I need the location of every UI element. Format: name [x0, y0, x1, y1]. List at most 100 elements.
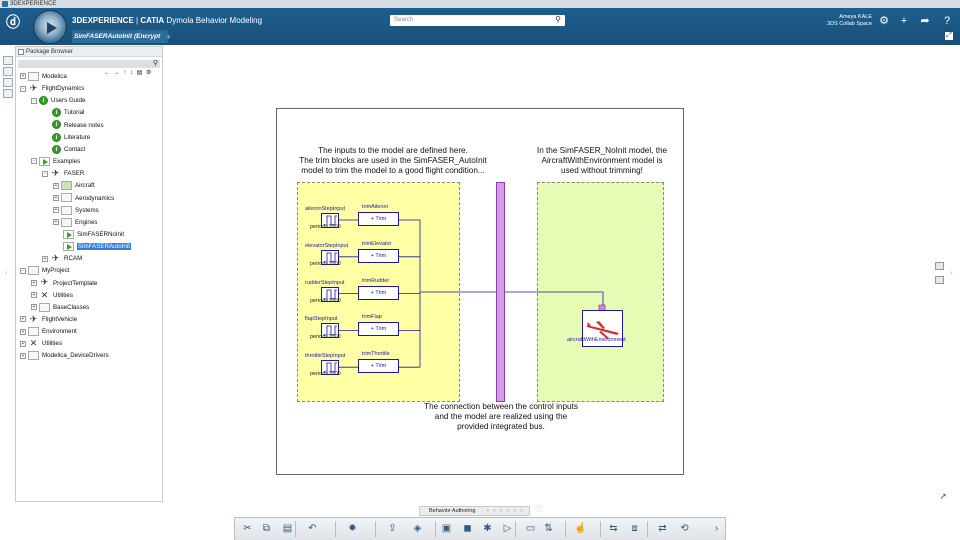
tree-item[interactable]: SimFASERAutoInit	[53, 241, 131, 253]
step-input-block[interactable]	[321, 286, 339, 302]
model-diagram[interactable]: The inputs to the model are defined here…	[276, 108, 684, 475]
translate-icon[interactable]: ✱	[483, 523, 492, 534]
user-info[interactable]: Ameya KALE 3DS Collab Space	[818, 14, 872, 28]
undo-icon[interactable]: ↶	[308, 523, 317, 534]
tree-item[interactable]: +Modelica	[20, 71, 67, 83]
tree-item[interactable]: +Engines	[53, 217, 97, 229]
expand-icon[interactable]: +	[31, 292, 37, 299]
expand-icon[interactable]: +	[31, 304, 37, 311]
collapse-icon[interactable]: -	[31, 97, 37, 104]
collapse-icon[interactable]: -	[20, 85, 26, 92]
expand-icon[interactable]: +	[53, 207, 59, 213]
tree-item[interactable]: SimFASERNoInit	[53, 229, 124, 241]
tree-item[interactable]: +✈FlightVehicle	[20, 314, 77, 326]
step-input-block[interactable]	[321, 213, 339, 228]
tab-simfaserautoinit[interactable]: SimFASERAutoInit (Encrypt	[72, 30, 168, 43]
tree-item[interactable]: +✕Utilities	[20, 338, 62, 350]
more-icon[interactable]: ›	[714, 523, 719, 534]
expand-icon[interactable]: +	[31, 279, 37, 286]
right-tool-icon-2[interactable]	[935, 276, 944, 284]
layer-icon[interactable]: ⧈	[631, 523, 638, 534]
copy-icon[interactable]: ⧉	[262, 523, 271, 534]
aircraft-with-environment-block[interactable]	[582, 310, 623, 347]
trim-block[interactable]: + Trim	[358, 212, 399, 226]
arrange-icon[interactable]: ⇄	[658, 523, 667, 534]
tree-item[interactable]: +✕Utilities	[31, 290, 73, 302]
add-tab-button[interactable]: +	[166, 32, 172, 42]
simulate-icon[interactable]: ▣	[441, 523, 452, 534]
trim-block[interactable]: + Trim	[358, 359, 399, 374]
trim-block[interactable]: + Trim	[358, 248, 399, 263]
expand-icon[interactable]: +	[53, 194, 59, 201]
tree-item[interactable]: +✈ProjectTemplate	[31, 278, 97, 290]
tree-item[interactable]: -✈FlightDynamics	[20, 83, 84, 95]
expand-icon[interactable]: +	[20, 340, 26, 347]
route-icon[interactable]: ⇆	[609, 523, 618, 534]
tree-item[interactable]: +Aerodynamics	[53, 193, 114, 205]
search-icon[interactable]: ⚲	[555, 15, 561, 24]
tool-icon-1[interactable]	[3, 56, 13, 65]
cut-icon[interactable]: ✂	[243, 523, 252, 534]
view-icon[interactable]: ◈	[413, 523, 422, 534]
collapse-left-icon[interactable]: ‹	[5, 268, 8, 277]
behavior-authoring-tab[interactable]: Behavior Authoring • ○ ○ ○ ○ ○	[419, 506, 530, 516]
share-icon[interactable]: ➦	[920, 15, 930, 27]
expand-icon[interactable]: +	[20, 73, 26, 80]
package-filter-input[interactable]: ⚲	[18, 60, 160, 68]
compass-button[interactable]	[33, 10, 67, 44]
tree-item[interactable]: +Systems	[53, 205, 99, 217]
expand-icon[interactable]: +	[42, 255, 48, 262]
search-input[interactable]: Search ⚲	[390, 15, 565, 26]
split-icon[interactable]: ⇅	[544, 523, 553, 534]
trim-block[interactable]: + Trim	[358, 322, 399, 337]
check-icon[interactable]: ◼	[463, 523, 472, 534]
tree-item[interactable]: +Modelica_DeviceDrivers	[20, 350, 109, 362]
tab-page-dots[interactable]: • ○ ○ ○ ○ ○	[487, 508, 525, 514]
tree-item[interactable]: -MyProject	[20, 265, 70, 277]
paste-icon[interactable]: ▤	[282, 523, 293, 534]
tree-item[interactable]: -Examples	[31, 156, 80, 168]
collapse-icon[interactable]: -	[31, 158, 37, 165]
favorite-icon[interactable]: ♡	[535, 505, 543, 514]
tree-item[interactable]: +BaseClasses	[31, 302, 89, 314]
expand-icon[interactable]: +	[20, 316, 26, 323]
collapse-icon[interactable]: -	[20, 267, 26, 274]
user-menu-icon[interactable]: ⚙	[879, 15, 889, 27]
tool-icon-2[interactable]	[3, 67, 13, 76]
help-icon[interactable]: ?	[943, 15, 951, 27]
tool-icon-3[interactable]	[3, 78, 13, 87]
tool-icon-4[interactable]	[3, 89, 13, 98]
filter-search-icon[interactable]: ⚲	[152, 60, 158, 67]
step-input-block[interactable]	[321, 249, 339, 265]
add-icon[interactable]: +	[900, 15, 908, 27]
pointer-icon[interactable]: ☝	[574, 523, 587, 534]
expand-icon[interactable]: +	[53, 182, 59, 189]
tree-item[interactable]: +✈RCAM	[42, 253, 82, 265]
integrated-bus[interactable]	[496, 182, 505, 402]
tree-nav-icons[interactable]: ← → ↑ ↕ ▤ ⚙	[104, 70, 153, 76]
play-icon[interactable]: ▷	[503, 523, 512, 534]
tree-item[interactable]: -✈FASER	[42, 168, 84, 180]
step-input-block[interactable]	[321, 323, 339, 339]
expand-icon[interactable]: +	[20, 328, 26, 335]
step-input-block[interactable]	[321, 360, 339, 376]
layout-icon[interactable]: ⟲	[680, 523, 689, 534]
expand-icon[interactable]: +	[20, 352, 26, 359]
expand-icon[interactable]: ⤢	[944, 31, 954, 41]
box-icon[interactable]: ▭	[525, 523, 536, 534]
settings-icon[interactable]: ✹	[348, 523, 357, 534]
right-tool-icon-1[interactable]	[935, 262, 944, 270]
tree-item[interactable]: +Aircraft	[53, 180, 95, 192]
export-icon[interactable]: ⇪	[388, 523, 397, 534]
trim-block[interactable]: + Trim	[358, 285, 399, 300]
collapse-icon[interactable]: -	[42, 170, 48, 177]
tree-item[interactable]: +Environment	[20, 326, 77, 338]
pointer-icon[interactable]: ➚	[939, 491, 947, 501]
expand-icon[interactable]: +	[53, 219, 59, 226]
collapse-right-icon[interactable]: ›	[950, 268, 953, 277]
